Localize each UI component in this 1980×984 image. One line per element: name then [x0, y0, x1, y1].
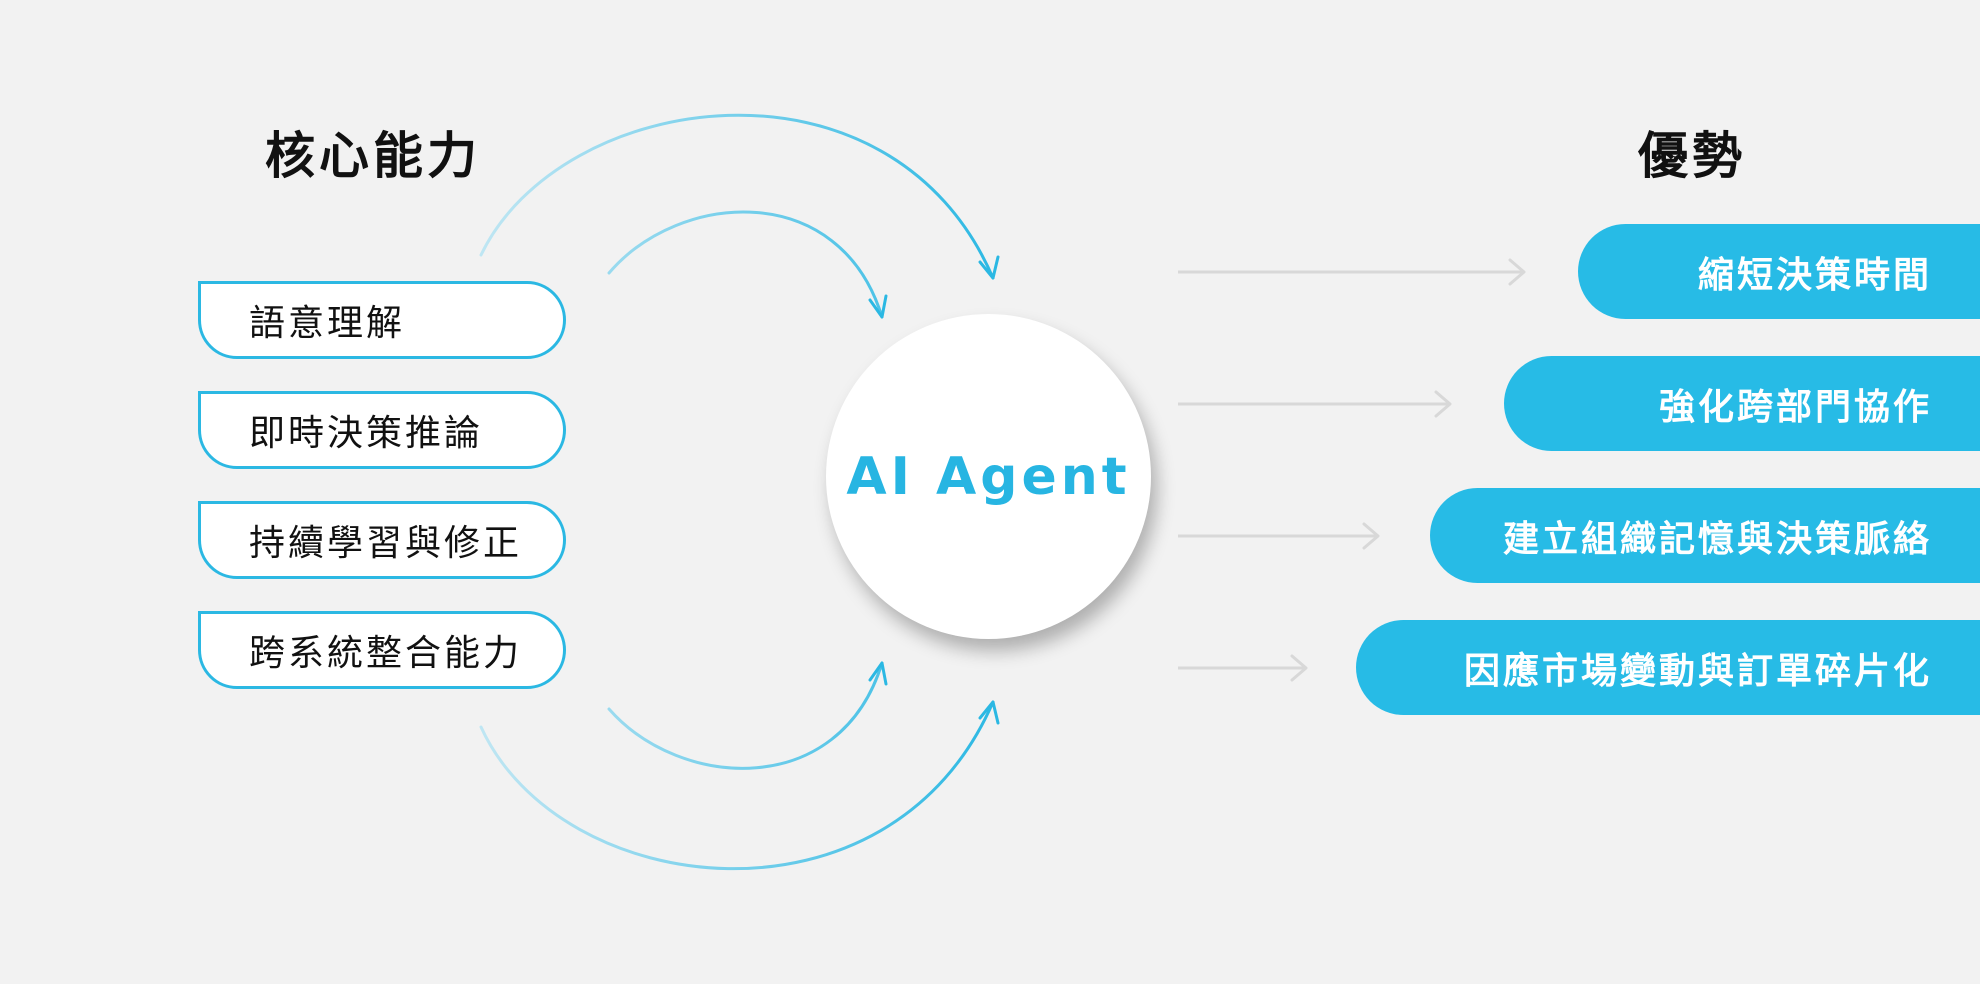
arc-top-inner — [607, 210, 884, 319]
capability-item: 語意理解 — [198, 281, 566, 359]
arrowhead-bottom-outer — [978, 700, 1000, 725]
capability-item: 持續學習與修正 — [198, 501, 566, 579]
arc-bottom-inner — [607, 661, 884, 770]
gray-arrow-3-head — [1362, 522, 1380, 550]
arrowhead-top-outer — [978, 255, 1000, 280]
capability-label: 持續學習與修正 — [249, 523, 523, 564]
advantage-label: 強化跨部門協作 — [1658, 386, 1932, 428]
capability-item: 跨系統整合能力 — [198, 611, 566, 689]
arc-top-outer — [479, 113, 995, 280]
capability-label: 即時決策推論 — [249, 413, 484, 454]
advantage-label: 建立組織記憶與決策脈絡 — [1502, 518, 1932, 560]
gray-arrow-1-head — [1508, 258, 1526, 286]
capability-item: 即時決策推論 — [198, 391, 566, 469]
arrowhead-bottom-inner — [868, 661, 888, 686]
advantage-item: 因應市場變動與訂單碎片化 — [1356, 620, 1980, 715]
capability-label: 語意理解 — [249, 303, 406, 344]
advantage-item: 縮短決策時間 — [1578, 224, 1980, 319]
capabilities-heading: 核心能力 — [265, 127, 481, 185]
advantage-label: 縮短決策時間 — [1697, 254, 1932, 296]
arc-bottom-outer — [479, 700, 995, 871]
ai-agent-hub: AI Agent — [826, 314, 1151, 639]
advantage-item: 建立組織記憶與決策脈絡 — [1430, 488, 1980, 583]
capability-label: 跨系統整合能力 — [249, 633, 523, 674]
arrowhead-top-inner — [868, 294, 888, 319]
advantage-item: 強化跨部門協作 — [1504, 356, 1980, 451]
advantages-heading: 優勢 — [1638, 127, 1746, 185]
gray-arrow-4-head — [1290, 654, 1308, 682]
advantage-label: 因應市場變動與訂單碎片化 — [1463, 650, 1932, 692]
ai-agent-label: AI Agent — [846, 446, 1131, 507]
gray-arrow-2-head — [1434, 390, 1452, 418]
